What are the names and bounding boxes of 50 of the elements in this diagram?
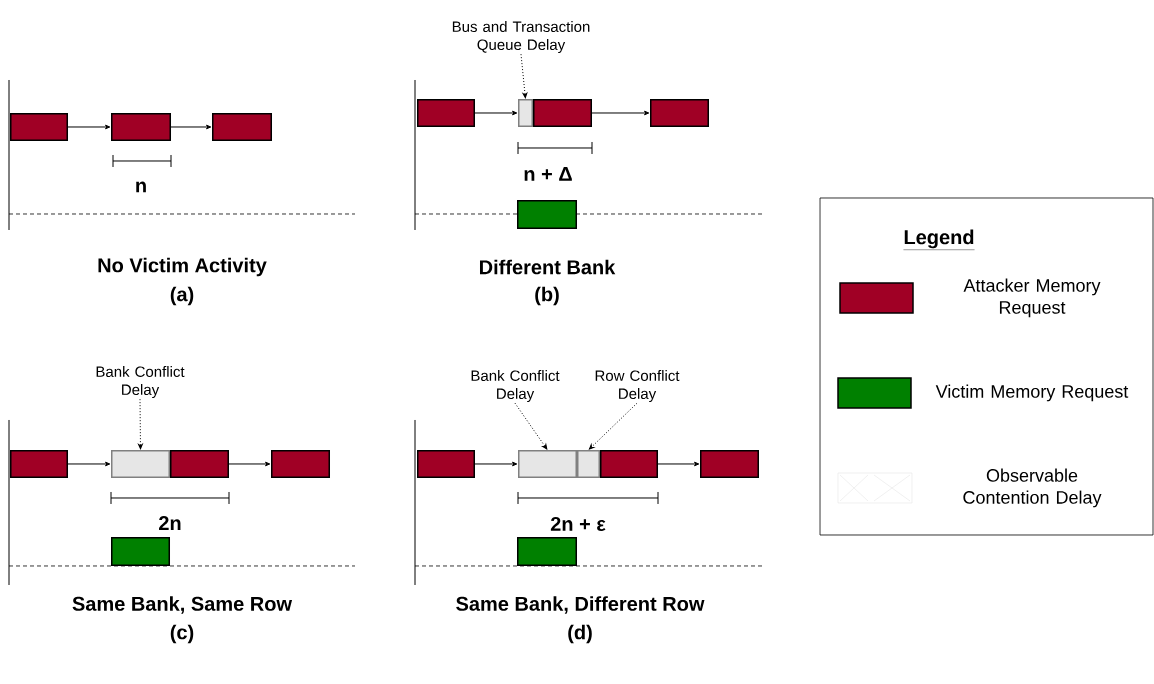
annotation-text: Bus and Transaction Queue Delay xyxy=(452,21,590,53)
arrow xyxy=(657,461,700,467)
request-box xyxy=(650,99,709,127)
legend-title: Legend xyxy=(903,229,975,250)
dimension-label: 2n xyxy=(159,516,181,530)
legend-label: Observable Contention Delay xyxy=(963,468,1102,508)
arrow xyxy=(228,461,271,467)
panel-title: (c) xyxy=(170,624,194,644)
request-box xyxy=(212,113,272,141)
panel-title: (d) xyxy=(568,624,592,644)
delay-box xyxy=(111,450,170,478)
request-box xyxy=(271,450,330,478)
leader-line xyxy=(138,398,143,450)
request-box xyxy=(170,450,229,478)
dimension-label: n + Δ xyxy=(524,167,572,181)
request-box xyxy=(111,113,171,141)
arrow xyxy=(67,461,111,467)
panel-title: (b) xyxy=(535,286,559,306)
annotation-text: Bank Conflict Delay xyxy=(96,366,185,398)
delay-box xyxy=(577,450,600,478)
request-box xyxy=(417,99,475,127)
arrow xyxy=(591,110,650,116)
request-box xyxy=(10,113,68,141)
leader-line xyxy=(514,402,548,450)
dimension-label: 2n + ε xyxy=(550,516,606,532)
arrow xyxy=(67,124,111,130)
panel-title: Same Bank, Same Row xyxy=(72,596,293,614)
request-box xyxy=(10,450,68,478)
panel-title: Same Bank, Different Row xyxy=(456,596,705,614)
request-box xyxy=(517,537,577,566)
arrow xyxy=(170,124,212,130)
legend-label: Victim Memory Request xyxy=(935,384,1129,402)
panel-title: (a) xyxy=(170,286,194,306)
request-box xyxy=(533,99,592,127)
legend-label: Attacker Memory Request xyxy=(963,278,1101,318)
annotation-text: Row Conflict Delay xyxy=(595,370,680,402)
request-box xyxy=(417,450,475,478)
leader-line xyxy=(520,53,528,99)
panel-title: Different Bank xyxy=(480,259,616,275)
request-box xyxy=(700,450,759,478)
request-box xyxy=(600,450,658,478)
dimension-label: n xyxy=(136,181,146,193)
arrow xyxy=(474,110,518,116)
panel-title: No Victim Activity xyxy=(98,257,267,277)
arrow xyxy=(474,461,518,467)
delay-box xyxy=(518,99,533,127)
request-box xyxy=(517,200,577,229)
request-box xyxy=(111,537,170,566)
annotation-text: Bank Conflict Delay xyxy=(471,370,560,402)
leader-line xyxy=(588,402,638,450)
